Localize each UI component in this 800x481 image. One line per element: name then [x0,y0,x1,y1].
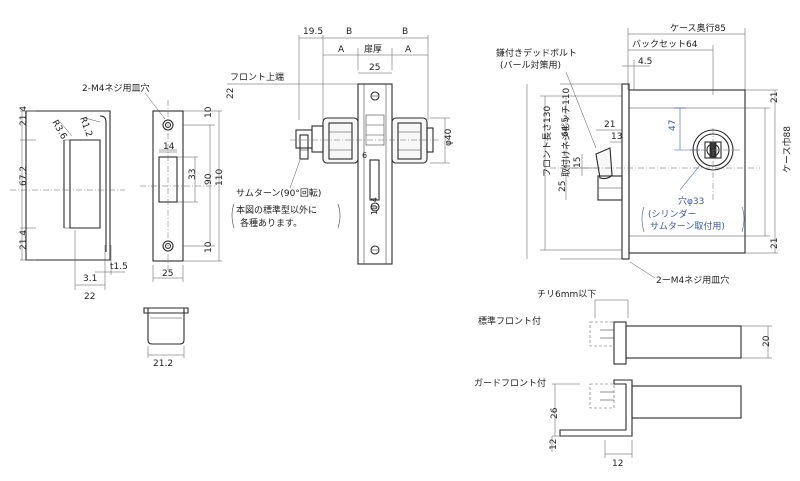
dim-a-right: A [405,45,412,55]
dim-10-4: 10.4 [370,197,379,215]
dim-15: 15 [573,157,583,168]
standard-front-label: 標準フロント付 [478,315,541,327]
dim-12-h: 12 [612,459,623,469]
dim-22-front: 22 [226,88,236,99]
front-length-label: フロント長さ130 [542,106,553,177]
dim-67-2: 67.2 [19,166,29,186]
backset-label: バックセット64 [632,39,698,50]
dim-r3-6: R3.6 [49,119,68,142]
lock-case-view: ケース奥行85 バックセット64 4.5 鎌付きデッドボルト (バール対策用) … [496,22,793,286]
hole-label: 穴φ33 [678,195,704,207]
deadbolt-label-1: 鎌付きデッドボルト [496,47,577,59]
dim-64-5: 64.5 [561,117,571,137]
dim-25-side: 25 [369,63,380,73]
dim-22: 22 [84,292,95,302]
box-strike-view: 21.2 [143,307,189,369]
screw-pitch-label: 取付けネジピッチ110 [561,88,572,177]
dim-19-5: 19.5 [303,27,323,37]
dim-13: 13 [611,132,622,142]
dim-4-5: 4.5 [638,57,652,67]
case-width-label: ケース巾88 [781,126,793,173]
dim-21-bottom-case: 21 [770,238,780,249]
case-depth-label: ケース奥行85 [670,22,726,34]
dim-21-case: 21 [604,120,615,130]
dim-21-top-case: 21 [770,92,780,103]
chiri-label: チリ6mm以下 [537,289,596,300]
dim-26: 26 [550,407,560,419]
front-variants-view: チリ6mm以下 標準フロント付 20 ガードフロント付 26 12 12 [474,289,772,469]
deadbolt-label-2: (バール対策用) [500,59,561,71]
dim-t1-5: t1.5 [110,262,128,272]
dim-90: 90 [204,173,214,185]
front-plate-view: 2-M4ネジ用皿穴 14 33 90 110 10 10 22 25 [82,82,236,282]
hole-note-1: (シリンダー [648,208,697,220]
lock-side-view: 19.5 B B A 扉厚 A 25 フロント上端 6 10.4 [227,27,454,265]
dim-20: 20 [762,335,772,347]
dim-21-2: 21.2 [153,359,173,369]
note-line-2: 各種あります。 [240,217,302,229]
dim-b-left: B [346,27,352,37]
dim-6: 6 [362,151,367,160]
dim-33: 33 [188,169,198,180]
front-screw-hole-label: 2-M4ネジ用皿穴 [82,82,149,94]
dim-21-4-top: 21.4 [19,106,29,126]
dim-12-v: 12 [549,439,559,450]
dim-b-right: B [402,27,408,37]
note-line-1: 本図の標準型以外に [236,204,317,216]
dim-25-case: 25 [558,181,568,192]
dim-10-bottom: 10 [204,241,214,253]
dim-110: 110 [215,169,225,186]
case-screw-hole-label: 2ーM4ネジ用皿穴 [656,274,729,286]
dim-3-1: 3.1 [83,274,97,284]
thumbturn-label: サムターン(90°回転) [236,188,321,199]
dim-21-4-bottom: 21.4 [19,230,29,250]
dim-14: 14 [163,142,175,152]
dim-25-front: 25 [162,269,173,279]
dim-47: 47 [668,120,678,131]
dim-a-left: A [338,45,345,55]
hole-note-2: サムターン取付用) [650,221,725,232]
strike-plate-view: 21.4 67.2 21.4 R3.6 R1.2 3.1 t1.5 22 [10,106,128,302]
dim-phi-40: φ40 [444,128,454,146]
dim-r1-2: R1.2 [77,116,93,139]
front-top-label: フロント上端 [230,71,284,83]
dim-10-top: 10 [204,106,214,118]
guard-front-label: ガードフロント付 [474,378,546,389]
dim-door-thickness: 扉厚 [364,43,382,55]
